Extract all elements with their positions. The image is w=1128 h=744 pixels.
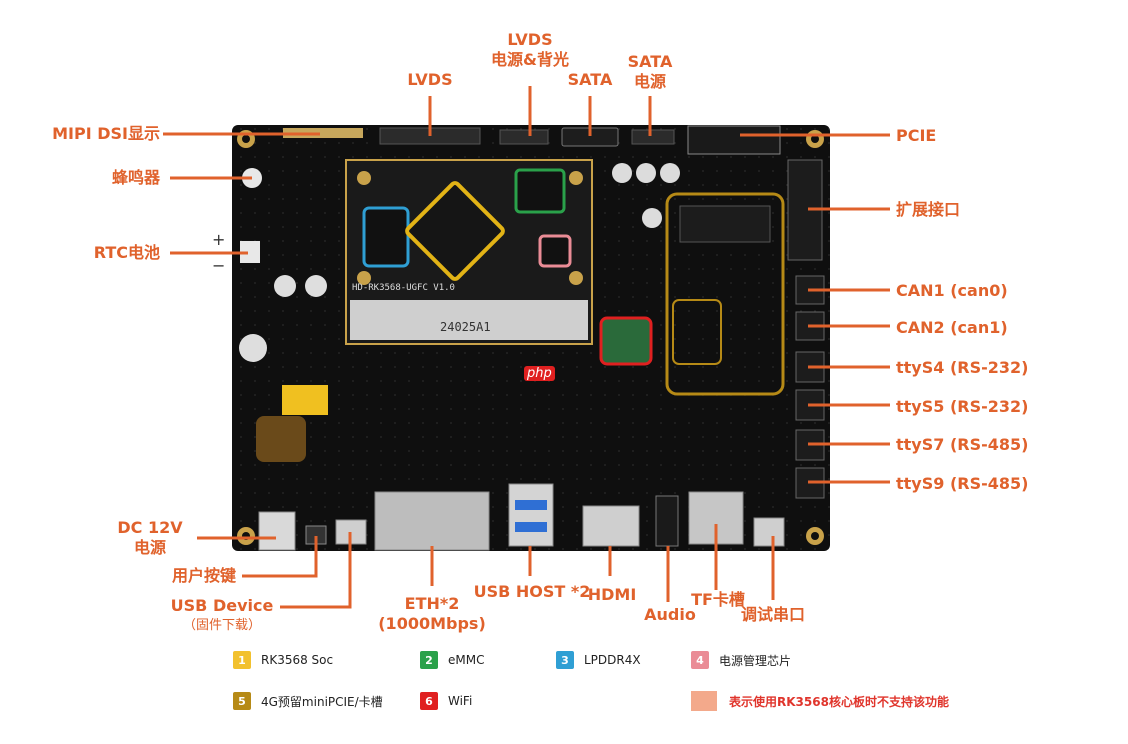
debug-port <box>753 517 785 547</box>
module-code: 24025A1 <box>440 320 491 334</box>
legend-item-lpddr4x: 3 LPDDR4X <box>556 651 641 669</box>
legend-item-soc: 1 RK3568 Soc <box>233 651 333 669</box>
label-usb-device-line1: USB Device <box>170 596 274 615</box>
wifi-module <box>599 316 653 366</box>
legend-note: 表示使用RK3568核心板时不支持该功能 <box>691 691 949 711</box>
legend-text: eMMC <box>448 653 485 667</box>
board-model-silk: HD-RK3568-UGFC V1.0 <box>352 283 455 293</box>
lpddr4x-chip <box>362 206 410 268</box>
label-ttys7: ttyS7 (RS-485) <box>896 435 1029 454</box>
pcie-slot <box>687 125 781 155</box>
usb-host-ports <box>508 483 554 547</box>
label-sata: SATA <box>567 70 613 89</box>
rtc-plus: + <box>212 230 226 249</box>
audio-jack <box>655 495 679 547</box>
rtc-connector <box>240 241 260 263</box>
label-lvds-power: LVDS 电源&背光 <box>491 30 569 70</box>
label-expansion: 扩展接口 <box>896 200 961 219</box>
legend-badge: 2 <box>420 651 438 669</box>
label-usb-device: USB Device （固件下载） <box>171 596 274 636</box>
label-eth-line2: (1000Mbps) <box>378 614 486 633</box>
note-text: 表示使用RK3568核心板时不支持该功能 <box>729 694 949 709</box>
label-can2: CAN2 (can1) <box>896 318 1008 337</box>
label-dc: DC 12V 电源 <box>117 518 182 558</box>
label-user-key: 用户按键 <box>171 566 236 585</box>
sata-power-connector <box>631 129 675 145</box>
legend-text: 电源管理芯片 <box>719 653 792 668</box>
label-dc-line1: DC 12V <box>117 518 183 537</box>
label-dc-line2: 电源 <box>133 538 166 557</box>
legend-text: WiFi <box>448 694 473 708</box>
legend-item-emmc: 2 eMMC <box>420 651 484 669</box>
hdmi-port <box>582 505 640 547</box>
label-eth: ETH*2 (1000Mbps) <box>378 594 486 634</box>
watermark: php <box>524 366 555 381</box>
pmic-chip <box>538 234 572 268</box>
label-audio: Audio <box>644 605 696 624</box>
legend-text: LPDDR4X <box>584 653 641 667</box>
label-ttys5: ttyS5 (RS-232) <box>896 397 1029 416</box>
label-pcie: PCIE <box>896 126 937 145</box>
core-socket <box>350 300 588 340</box>
label-lvds: LVDS <box>407 70 453 89</box>
leader-lines <box>163 86 890 609</box>
legend-badge: 3 <box>556 651 574 669</box>
legend-badge: 5 <box>233 692 251 710</box>
rtc-minus: − <box>212 256 226 275</box>
legend-item-wifi: 6 WiFi <box>420 692 472 710</box>
label-usb-device-line2: （固件下载） <box>182 618 262 633</box>
label-sata-power: SATA 电源 <box>628 52 673 92</box>
label-tf: TF卡槽 <box>691 590 745 609</box>
label-ttys4: ttyS4 (RS-232) <box>896 358 1029 377</box>
legend-text: RK3568 Soc <box>261 653 334 667</box>
lvds-power-connector <box>499 129 549 145</box>
label-ttys9: ttyS9 (RS-485) <box>896 474 1029 493</box>
legend-text: 4G预留miniPCIE/卡槽 <box>261 694 383 709</box>
soc-chip <box>405 181 505 281</box>
label-lvds-power-line2: 电源&背光 <box>491 50 569 69</box>
label-eth-line1: ETH*2 <box>404 594 460 613</box>
note-swatch <box>691 691 717 711</box>
dc-jack <box>258 511 296 551</box>
eth-ports <box>374 491 490 551</box>
legend-item-4g: 5 4G预留miniPCIE/卡槽 <box>233 692 383 710</box>
legend-badge: 6 <box>420 692 438 710</box>
label-usb-host: USB HOST *2 <box>473 582 591 601</box>
label-mipi-dsi: MIPI DSI显示 <box>52 124 160 143</box>
legend-item-pmic: 4 电源管理芯片 <box>691 651 791 669</box>
emmc-chip <box>514 168 566 214</box>
mipi-dsi-connector <box>283 128 363 138</box>
label-debug: 调试串口 <box>740 605 806 624</box>
label-buzzer: 蜂鸣器 <box>111 168 160 187</box>
legend-badge: 1 <box>233 651 251 669</box>
label-sata-power-line1: SATA <box>627 52 673 71</box>
label-can1: CAN1 (can0) <box>896 281 1008 300</box>
label-lvds-power-line1: LVDS <box>507 30 553 49</box>
label-hdmi: HDMI <box>587 585 637 604</box>
legend-badge: 4 <box>691 651 709 669</box>
label-sata-power-line2: 电源 <box>633 72 666 91</box>
label-rtc: RTC电池 <box>93 243 160 262</box>
minipcie-region <box>665 192 785 396</box>
